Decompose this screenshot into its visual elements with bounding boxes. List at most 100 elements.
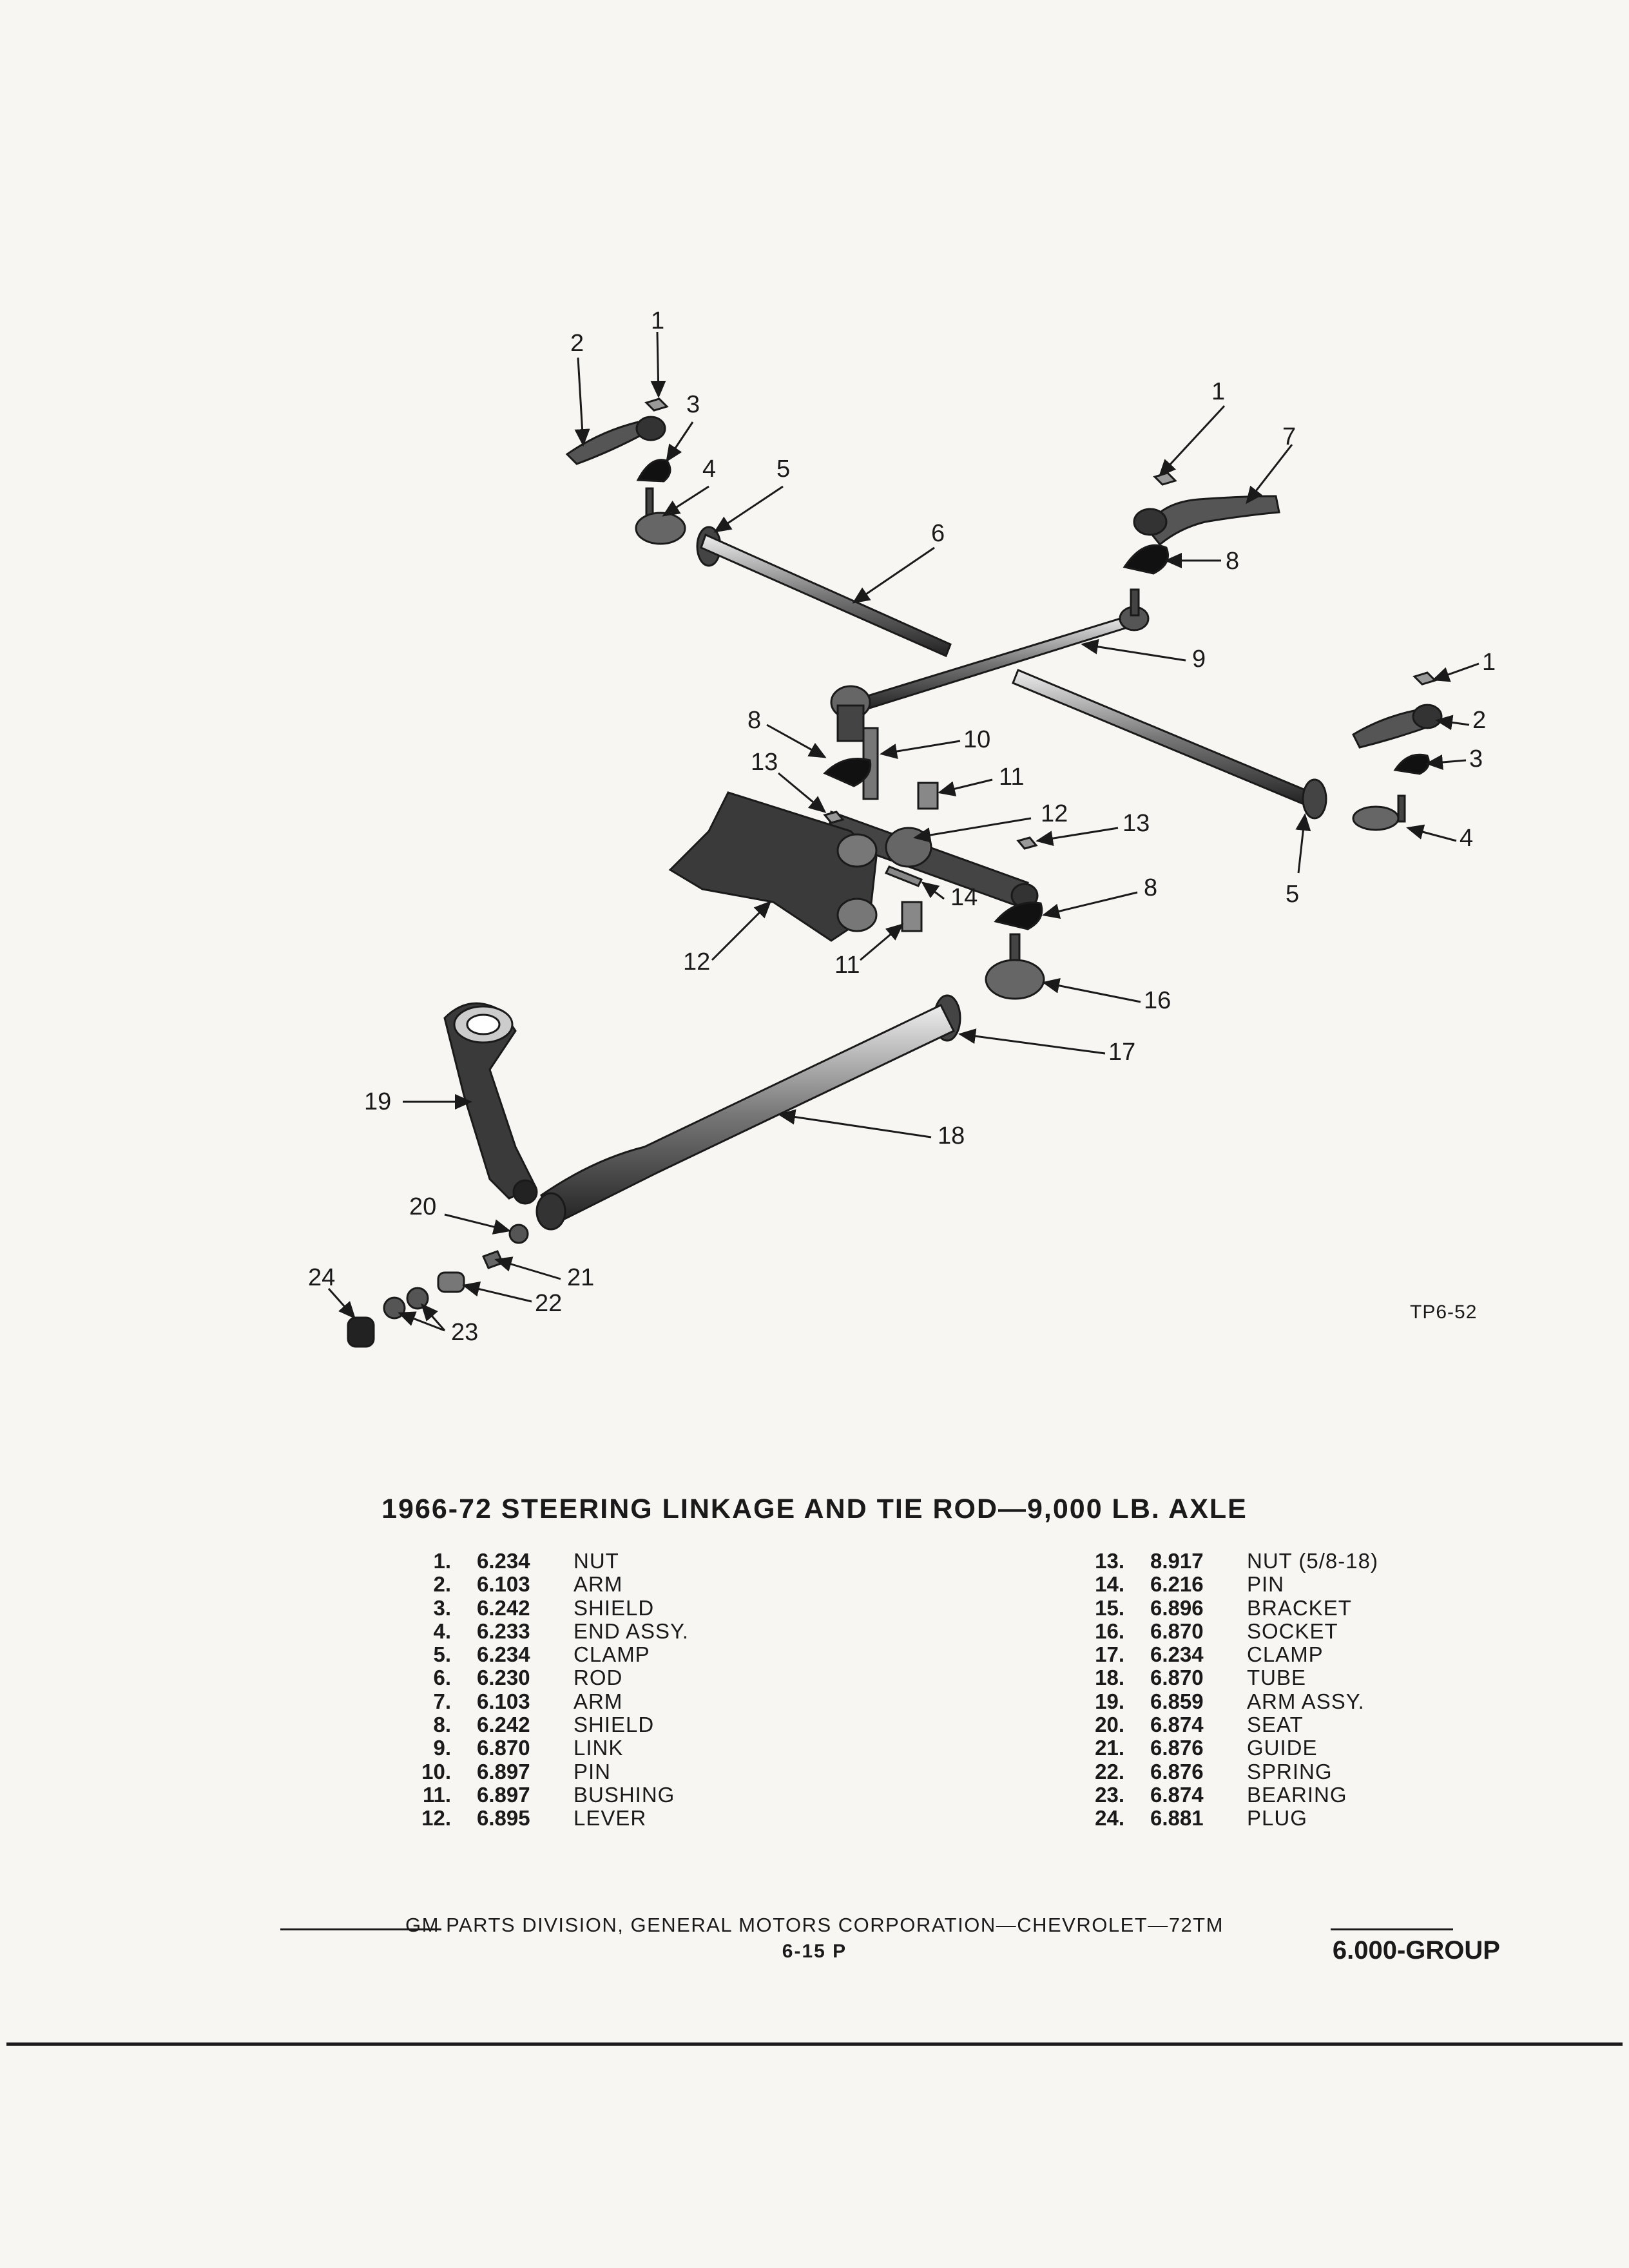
callout-13b: 13 bbox=[1123, 810, 1150, 837]
part-name: GUIDE bbox=[1247, 1736, 1318, 1760]
part-name: PLUG bbox=[1247, 1806, 1307, 1831]
part-name: NUT bbox=[574, 1549, 619, 1573]
leader-4 bbox=[662, 485, 709, 517]
callout-12b: 12 bbox=[683, 948, 710, 975]
part-name: ARM ASSY. bbox=[1247, 1689, 1365, 1713]
callout-11b: 11 bbox=[834, 952, 860, 979]
callout-2: 2 bbox=[570, 330, 584, 357]
part-code: 6.874 bbox=[1150, 1713, 1204, 1737]
leader-13 bbox=[778, 772, 827, 813]
leader-21 bbox=[494, 1256, 561, 1280]
leader-9 bbox=[1081, 639, 1186, 662]
part-number: 8. bbox=[433, 1713, 451, 1737]
part-code: 6.859 bbox=[1150, 1689, 1204, 1713]
leader-11b bbox=[860, 923, 904, 961]
leader-8c bbox=[1042, 891, 1138, 919]
part-name: PIN bbox=[574, 1759, 612, 1783]
leader-23b bbox=[398, 1311, 445, 1332]
leader-12b bbox=[711, 900, 772, 961]
figure-reference-code: TP6-52 bbox=[1410, 1302, 1478, 1323]
callout-9: 9 bbox=[1192, 646, 1206, 673]
callout-18: 18 bbox=[938, 1122, 965, 1149]
callout-6: 6 bbox=[931, 520, 945, 547]
leader-1b bbox=[1158, 405, 1226, 477]
part-name: LEVER bbox=[574, 1806, 647, 1831]
leader-8b bbox=[766, 724, 827, 758]
footer-rule-right bbox=[1331, 1928, 1453, 1930]
callout-10: 10 bbox=[963, 726, 990, 753]
callout-2b: 2 bbox=[1472, 707, 1486, 734]
part-code: 6.103 bbox=[477, 1689, 530, 1713]
callout-4: 4 bbox=[702, 456, 716, 483]
part-code: 6.897 bbox=[477, 1759, 530, 1783]
part-code: 6.242 bbox=[477, 1595, 530, 1620]
callout-5b: 5 bbox=[1286, 881, 1299, 908]
leader-7 bbox=[1246, 444, 1293, 505]
part-code: 6.234 bbox=[477, 1642, 530, 1667]
leader-1 bbox=[650, 331, 666, 398]
callout-12: 12 bbox=[1041, 800, 1068, 827]
footer-rule-left bbox=[280, 1928, 441, 1930]
leader-3 bbox=[666, 421, 694, 463]
callout-21: 21 bbox=[567, 1264, 594, 1291]
part-code: 6.874 bbox=[1150, 1782, 1204, 1807]
part-name: ARM bbox=[574, 1572, 623, 1597]
callout-3: 3 bbox=[686, 391, 700, 418]
part-code: 6.876 bbox=[1150, 1736, 1204, 1760]
callout-1b: 1 bbox=[1211, 378, 1225, 405]
callout-11: 11 bbox=[999, 764, 1024, 791]
part-code: 6.897 bbox=[477, 1782, 530, 1807]
part-name: SPRING bbox=[1247, 1759, 1333, 1783]
part-number: 19. bbox=[1095, 1689, 1124, 1713]
leader-2 bbox=[574, 357, 590, 447]
leader-10 bbox=[880, 740, 961, 759]
part-code: 6.233 bbox=[477, 1619, 530, 1643]
part-number: 1. bbox=[433, 1549, 451, 1573]
leader-2b bbox=[1435, 715, 1470, 731]
leader-13b bbox=[1036, 827, 1119, 847]
callout-23: 23 bbox=[451, 1319, 478, 1346]
part-number: 13. bbox=[1095, 1549, 1124, 1573]
callout-13: 13 bbox=[751, 749, 778, 776]
leader-3b bbox=[1425, 754, 1467, 770]
leader-5 bbox=[713, 485, 784, 533]
leader-18 bbox=[778, 1109, 932, 1139]
part-code: 6.870 bbox=[1150, 1619, 1204, 1643]
part-number: 7. bbox=[433, 1689, 451, 1713]
leader-20 bbox=[444, 1213, 511, 1235]
callout-8b: 8 bbox=[747, 707, 761, 734]
part-name: END ASSY. bbox=[574, 1619, 689, 1643]
callout-16: 16 bbox=[1144, 987, 1171, 1014]
part-name: SOCKET bbox=[1247, 1619, 1338, 1643]
part-number: 12. bbox=[421, 1806, 451, 1831]
leader-23a bbox=[421, 1303, 446, 1331]
callout-7: 7 bbox=[1282, 423, 1296, 450]
part-row: 16. 6.870 SOCKET bbox=[1073, 1619, 1378, 1643]
part-name: CLAMP bbox=[574, 1642, 650, 1667]
group-number: 6.000-GROUP bbox=[1332, 1936, 1500, 1965]
part-number: 18. bbox=[1095, 1666, 1124, 1690]
part-row: 19. 6.859 ARM ASSY. bbox=[1073, 1689, 1378, 1713]
part-name: ROD bbox=[574, 1666, 623, 1690]
part-number: 5. bbox=[433, 1642, 451, 1667]
leader-17 bbox=[958, 1028, 1106, 1055]
part-number: 16. bbox=[1095, 1619, 1124, 1643]
part-code: 6.234 bbox=[1150, 1642, 1204, 1667]
part-name: BRACKET bbox=[1247, 1595, 1352, 1620]
callout-19: 19 bbox=[364, 1088, 391, 1115]
callout-3b: 3 bbox=[1469, 745, 1483, 773]
part-code: 6.870 bbox=[1150, 1666, 1204, 1690]
